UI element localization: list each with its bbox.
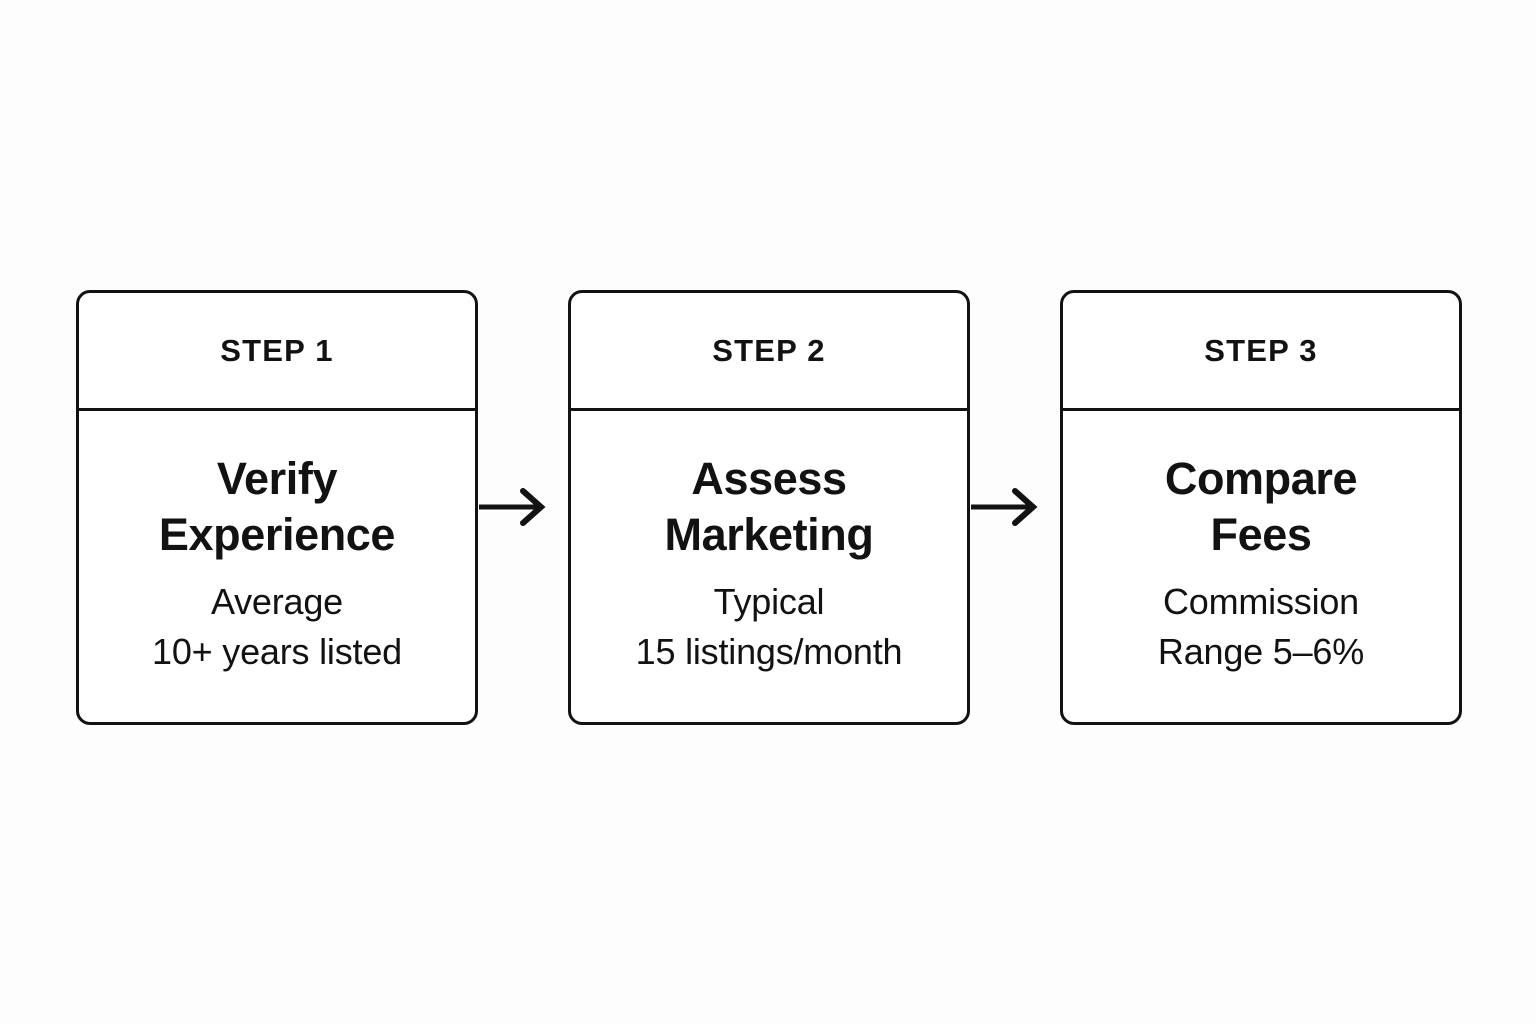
step-card-2-detail: Typical 15 listings/month — [635, 580, 903, 672]
step-card-2-header: STEP 2 — [571, 293, 967, 411]
step-card-1-eyebrow: STEP 1 — [220, 333, 334, 368]
step-card-2-title: Assess Marketing — [664, 452, 874, 560]
step-card-1-title: Verify Experience — [158, 452, 396, 560]
step-card-1-detail: Average 10+ years listed — [152, 580, 402, 672]
arrow-right-icon — [479, 488, 546, 526]
step-card-2-eyebrow: STEP 2 — [712, 333, 826, 368]
step-card-3-header: STEP 3 — [1063, 293, 1459, 411]
connector-2-to-3 — [971, 290, 1059, 725]
step-card-3[interactable]: STEP 3 Compare Fees Commission Range 5–6… — [1060, 290, 1462, 725]
step-card-3-eyebrow: STEP 3 — [1204, 333, 1318, 368]
step-card-2[interactable]: STEP 2 Assess Marketing Typical 15 listi… — [568, 290, 970, 725]
step-card-1-header: STEP 1 — [79, 293, 475, 411]
connector-1-to-2 — [479, 290, 567, 725]
process-flow-row: STEP 1 Verify Experience Average 10+ yea… — [76, 290, 1462, 725]
step-card-3-detail: Commission Range 5–6% — [1157, 580, 1365, 672]
step-card-3-title: Compare Fees — [1164, 452, 1358, 560]
step-card-1[interactable]: STEP 1 Verify Experience Average 10+ yea… — [76, 290, 478, 725]
step-card-3-body: Compare Fees Commission Range 5–6% — [1063, 411, 1459, 722]
arrow-right-icon — [971, 488, 1038, 526]
step-card-2-body: Assess Marketing Typical 15 listings/mon… — [571, 411, 967, 722]
step-card-1-body: Verify Experience Average 10+ years list… — [79, 411, 475, 722]
